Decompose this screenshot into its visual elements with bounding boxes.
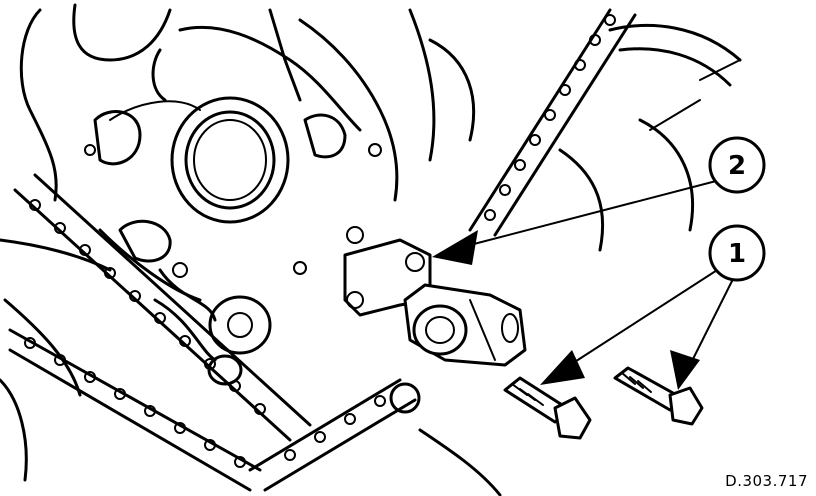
callout-1: 1 [708, 224, 766, 282]
callout-2-label: 2 [728, 151, 746, 181]
callout-2: 2 [708, 136, 766, 194]
callout-1-label: 1 [728, 239, 746, 269]
timing-chain-right [468, 8, 742, 237]
main-boss [170, 96, 290, 224]
casting-pockets [84, 110, 382, 278]
engine-block-outline [0, 3, 399, 482]
camshaft-sensor [343, 238, 527, 367]
bolt-right [613, 366, 704, 426]
lower-boss [153, 268, 272, 386]
right-casting [408, 8, 741, 252]
callout-leaders [432, 179, 736, 390]
timing-chain-left [8, 173, 312, 492]
lower-chain [248, 378, 502, 496]
figure-reference: D.303.717 [725, 472, 808, 490]
bolt-left [503, 376, 592, 440]
